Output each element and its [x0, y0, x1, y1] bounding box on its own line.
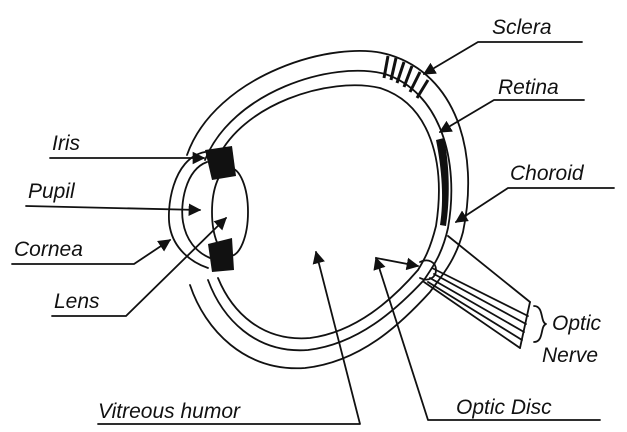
retina-leader: [440, 100, 584, 132]
vitreous-humor-leader: [98, 252, 360, 424]
iris-label: Iris: [52, 132, 80, 155]
sclera-label: Sclera: [492, 16, 552, 39]
optic-disc-arrow: [376, 258, 418, 266]
iris-lower-block: [208, 238, 234, 272]
pupil-leader: [26, 206, 200, 210]
optic-nerve-brace: [534, 306, 546, 342]
sclera-outer-outline: [187, 51, 468, 368]
optic-nerve-label-line1: Optic: [552, 312, 602, 335]
choroid-label: Choroid: [510, 162, 585, 185]
pupil-label: Pupil: [28, 180, 76, 203]
vitreous-humor-label: Vitreous humor: [98, 400, 241, 423]
optic-disc-label: Optic Disc: [456, 396, 552, 419]
choroid-leader: [456, 188, 614, 222]
retina-label: Retina: [498, 76, 559, 99]
optic-nerve-label-line2: Nerve: [542, 344, 598, 367]
sclera-leader: [424, 42, 582, 74]
lens-label: Lens: [54, 290, 100, 313]
labels: Sclera Retina Choroid Iris Pupil Cornea …: [14, 16, 602, 423]
cornea-label: Cornea: [14, 238, 83, 261]
retina-outline: [216, 85, 439, 338]
iris-upper-block: [205, 146, 236, 180]
